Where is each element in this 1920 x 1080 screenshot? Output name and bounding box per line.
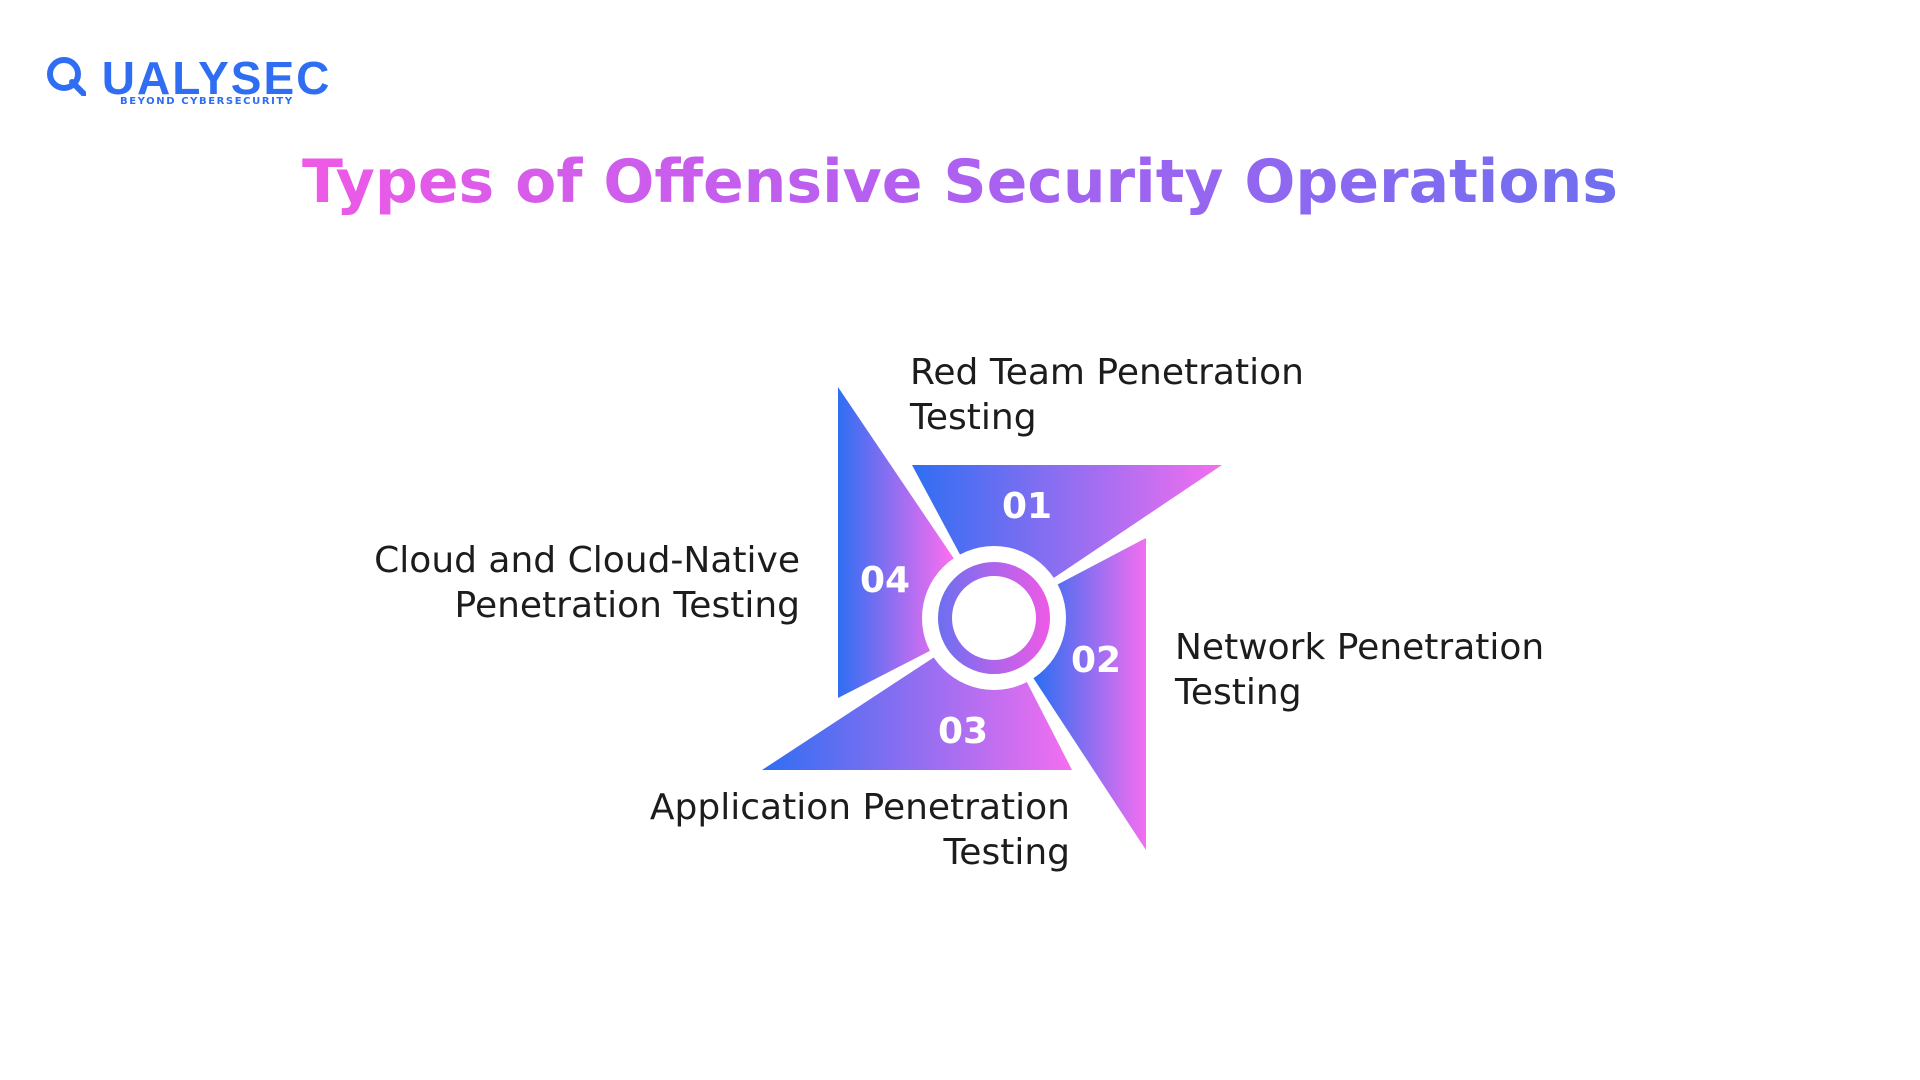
label-application: Application Penetration Testing — [650, 785, 1070, 875]
segment-02-shape — [994, 538, 1146, 850]
label-line: Testing — [910, 397, 1037, 438]
logo-tagline: BEYOND CYBERSECURITY — [120, 96, 294, 107]
label-red-team: Red Team Penetration Testing — [910, 350, 1304, 440]
logo-q-icon — [47, 57, 86, 96]
label-cloud: Cloud and Cloud-Native Penetration Testi… — [374, 538, 800, 628]
label-line: Testing — [943, 832, 1070, 873]
segment-04-shape — [838, 387, 994, 698]
segment-03-shape — [762, 618, 1072, 770]
page-title: Types of Offensive Security Operations — [0, 140, 1920, 224]
label-line: Testing — [1175, 672, 1302, 713]
segment-01-number: 01 — [1002, 486, 1052, 527]
center-ring — [938, 562, 1050, 674]
segment-03-number: 03 — [938, 711, 988, 752]
qualysec-logo: QUALYSEC BEYOND CYBERSECURITY — [47, 50, 329, 110]
label-line: Application Penetration — [649, 787, 1070, 828]
label-line: Penetration Testing — [454, 585, 800, 626]
label-line: Red Team Penetration — [910, 352, 1304, 393]
page-title-text: Types of Offensive Security Operations — [301, 147, 1618, 217]
label-line: Network Penetration — [1175, 627, 1545, 668]
segment-01-shape — [912, 465, 1222, 618]
label-network: Network Penetration Testing — [1175, 625, 1544, 715]
segment-02-number: 02 — [1071, 640, 1121, 681]
segment-04-number: 04 — [860, 560, 910, 601]
label-line: Cloud and Cloud-Native — [374, 540, 800, 581]
logo-wordmark: QUALYSEC — [101, 52, 332, 104]
